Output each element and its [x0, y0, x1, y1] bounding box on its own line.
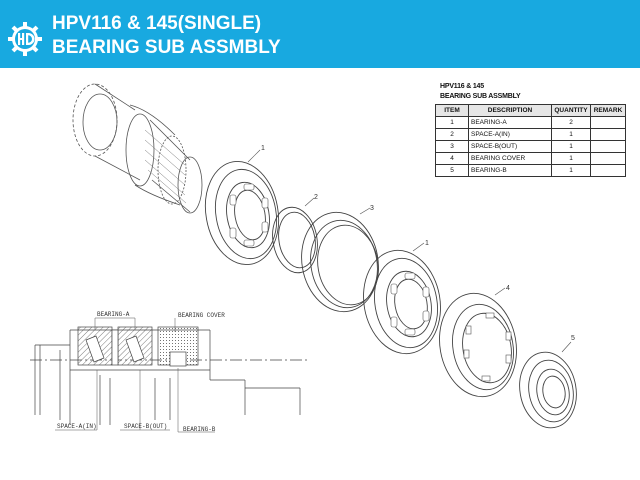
- label-space-a: SPACE-A(IN): [57, 423, 97, 430]
- bearing-b: [519, 351, 577, 429]
- table-row: 4 BEARING COVER 1: [435, 152, 626, 165]
- callout-5: 5: [571, 335, 575, 342]
- space-b-ring: [301, 211, 379, 313]
- page-title-line1: HPV116 & 145(SINGLE): [52, 13, 262, 34]
- shaft: [72, 83, 203, 214]
- cross-section-view: [30, 326, 310, 425]
- label-bearing-cover: BEARING COVER: [178, 312, 225, 319]
- cross-section-leaders: [55, 317, 215, 433]
- callout-1a: 1: [261, 145, 265, 152]
- exploded-assembly-drawing: 1 2 3 1 4: [30, 83, 577, 433]
- label-bearing-a: BEARING-A: [97, 311, 130, 318]
- table-title-line2: BEARING SUB ASSMBLY: [440, 93, 521, 100]
- label-space-b: SPACE-B(OUT): [124, 423, 167, 430]
- bearing-cover: [439, 292, 517, 398]
- bearing-a-2: [363, 249, 441, 355]
- bearing-a-1: [204, 160, 280, 266]
- header-banner: HPV116 & 145(SINGLE) BEARING SUB ASSMBLY: [0, 0, 640, 68]
- gear-hd-logo-icon: [8, 22, 42, 56]
- cell-item: 5: [435, 164, 469, 177]
- label-bearing-b: BEARING-B: [183, 426, 216, 433]
- callout-2: 2: [314, 194, 318, 201]
- table-title-line1: HPV116 & 145: [440, 83, 484, 90]
- table-row: 5 BEARING-B 1: [435, 164, 626, 177]
- cell-remark: [590, 164, 626, 177]
- parts-table: ITEM DESCRIPTION QUANTITY REMARK 1 BEARI…: [435, 104, 626, 177]
- table-row: 3 SPACE-B(OUT) 1: [435, 140, 626, 153]
- callout-1b: 1: [425, 240, 429, 247]
- callout-4: 4: [506, 285, 510, 292]
- page-title-line2: BEARING SUB ASSMBLY: [52, 37, 281, 58]
- table-row: 1 BEARING-A 2: [435, 116, 626, 129]
- callout-3: 3: [370, 205, 374, 212]
